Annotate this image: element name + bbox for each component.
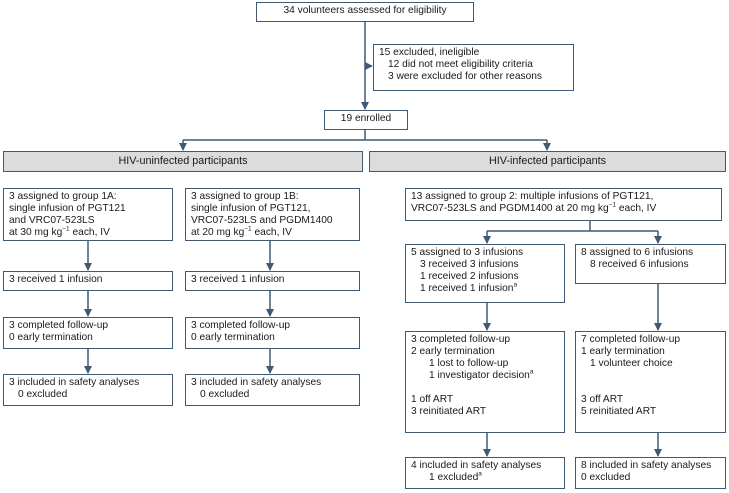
- group1b-safety-box: 3 included in safety analyses 0 excluded: [185, 374, 360, 406]
- arm3-received-3: 3 received 3 infusions: [420, 259, 519, 270]
- arm3-received-2: 1 received 2 infusions: [420, 271, 519, 282]
- arm6-reinitiated-art: 5 reinitiated ART: [581, 406, 657, 417]
- group1a-safety-box: 3 included in safety analyses 0 excluded: [3, 374, 173, 406]
- excluded-title: 15 excluded, ineligible: [379, 47, 480, 58]
- group1a-line4: at 30 mg kg−1 each, IV: [9, 225, 167, 239]
- group1b-excluded: 0 excluded: [200, 389, 250, 400]
- arm3-reinitiated-art: 3 reinitiated ART: [411, 406, 487, 417]
- arm3-investigator: 1 investigator decisiona: [411, 368, 559, 382]
- group1a-line1: 3 assigned to group 1A:: [9, 191, 117, 202]
- arm3-safety-box: 4 included in safety analyses 1 excluded…: [405, 457, 565, 489]
- group1a-completed: 3 completed follow-up: [9, 320, 109, 331]
- arm6-assigned: 8 assigned to 6 infusions: [581, 247, 694, 258]
- group1a-dose: at 30 mg kg: [9, 227, 63, 238]
- group1b-line2: single infusion of PGT121,: [191, 203, 311, 214]
- group1b-dose-route: each, IV: [251, 227, 292, 238]
- arm3-excluded-text: 1 excluded: [429, 472, 479, 483]
- arm3-excluded: 1 excludeda: [411, 470, 559, 484]
- group1a-dose-exponent: −1: [62, 225, 70, 233]
- arm6-assigned-box: 8 assigned to 6 infusions 8 received 6 i…: [575, 244, 726, 284]
- arm6-excluded: 0 excluded: [581, 472, 631, 483]
- group1b-received: 3 received 1 infusion: [191, 274, 285, 285]
- excluded-box: 15 excluded, ineligible 12 did not meet …: [373, 44, 574, 91]
- excluded-reason-1: 12 did not meet eligibility criteria: [388, 59, 533, 70]
- group1b-completed: 3 completed follow-up: [191, 320, 291, 331]
- arm3-termination: 2 early termination: [411, 346, 495, 357]
- enrolled-text: 19 enrolled: [340, 113, 392, 124]
- footnote-a: a: [529, 368, 534, 376]
- group1b-dose-exponent: −1: [244, 225, 252, 233]
- group1a-completed-box: 3 completed follow-up 0 early terminatio…: [3, 317, 173, 349]
- arm6-termination: 1 early termination: [581, 346, 665, 357]
- arm6-followup-box: 7 completed follow-up 1 early terminatio…: [575, 331, 726, 433]
- arm3-safety: 4 included in safety analyses: [411, 460, 542, 471]
- group1b-termination: 0 early termination: [191, 332, 275, 343]
- excluded-reason-2: 3 were excluded for other reasons: [388, 71, 543, 82]
- arm3-assigned-box: 5 assigned to 3 infusions 3 received 3 i…: [405, 244, 565, 303]
- spacer: [581, 382, 720, 394]
- group1a-received: 3 received 1 infusion: [9, 274, 103, 285]
- arm3-lost: 1 lost to follow-up: [429, 358, 509, 369]
- group2-dose-exponent: −1: [608, 201, 617, 209]
- group1a-termination: 0 early termination: [9, 332, 93, 343]
- arm3-completed: 3 completed follow-up: [411, 334, 511, 345]
- spacer: [411, 382, 559, 394]
- arm3-investigator-text: 1 investigator decision: [429, 370, 530, 381]
- group1b-dose: at 20 mg kg: [191, 227, 245, 238]
- arm6-received-6: 8 received 6 infusions: [590, 259, 689, 270]
- group2-dose: VRC07-523LS and PGDM1400 at 20 mg kg: [411, 203, 609, 214]
- group2-dose-route: each, IV: [616, 203, 657, 214]
- arm3-assigned: 5 assigned to 3 infusions: [411, 247, 524, 258]
- arm3-received-1-text: 1 received 1 infusion: [420, 283, 514, 294]
- infected-header-label: HIV-infected participants: [488, 155, 607, 167]
- arm6-safety: 8 included in safety analyses: [581, 460, 712, 471]
- arm6-safety-box: 8 included in safety analyses 0 excluded: [575, 457, 726, 489]
- infected-header: HIV-infected participants: [369, 151, 726, 172]
- group2-assignment-box: 13 assigned to group 2: multiple infusio…: [405, 188, 722, 221]
- uninfected-header: HIV-uninfected participants: [3, 151, 363, 172]
- uninfected-header-label: HIV-uninfected participants: [118, 155, 248, 167]
- arm3-received-1: 1 received 1 infusiona: [411, 281, 559, 295]
- group1a-excluded: 0 excluded: [18, 389, 68, 400]
- arm3-off-art: 1 off ART: [411, 394, 454, 405]
- group1b-completed-box: 3 completed follow-up 0 early terminatio…: [185, 317, 360, 349]
- group1a-safety: 3 included in safety analyses: [9, 377, 140, 388]
- assessed-box: 34 volunteers assessed for eligibility: [256, 2, 474, 22]
- group1b-assignment-box: 3 assigned to group 1B: single infusion …: [185, 188, 360, 241]
- group1b-line4: at 20 mg kg−1 each, IV: [191, 225, 354, 239]
- footnote-a: a: [478, 470, 482, 478]
- group2-line2: VRC07-523LS and PGDM1400 at 20 mg kg−1 e…: [411, 201, 716, 215]
- group2-line1: 13 assigned to group 2: multiple infusio…: [411, 191, 654, 202]
- group1b-line3: VRC07-523LS and PGDM1400: [191, 215, 333, 226]
- spacer: [581, 370, 720, 382]
- arm6-off-art: 3 off ART: [581, 394, 624, 405]
- group1a-dose-route: each, IV: [69, 227, 110, 238]
- enrolled-box: 19 enrolled: [324, 110, 408, 130]
- assessed-text: 34 volunteers assessed for eligibility: [283, 5, 447, 16]
- footnote-a: a: [513, 281, 518, 289]
- arm6-volunteer-choice: 1 volunteer choice: [590, 358, 673, 369]
- arm6-completed: 7 completed follow-up: [581, 334, 681, 345]
- group1a-line3: and VRC07-523LS: [9, 215, 95, 226]
- group1b-received-box: 3 received 1 infusion: [185, 271, 360, 291]
- group1b-safety: 3 included in safety analyses: [191, 377, 322, 388]
- group1b-line1: 3 assigned to group 1B:: [191, 191, 299, 202]
- arm3-followup-box: 3 completed follow-up 2 early terminatio…: [405, 331, 565, 433]
- group1a-assignment-box: 3 assigned to group 1A: single infusion …: [3, 188, 173, 241]
- group1a-line2: single infusion of PGT121: [9, 203, 126, 214]
- group1a-received-box: 3 received 1 infusion: [3, 271, 173, 291]
